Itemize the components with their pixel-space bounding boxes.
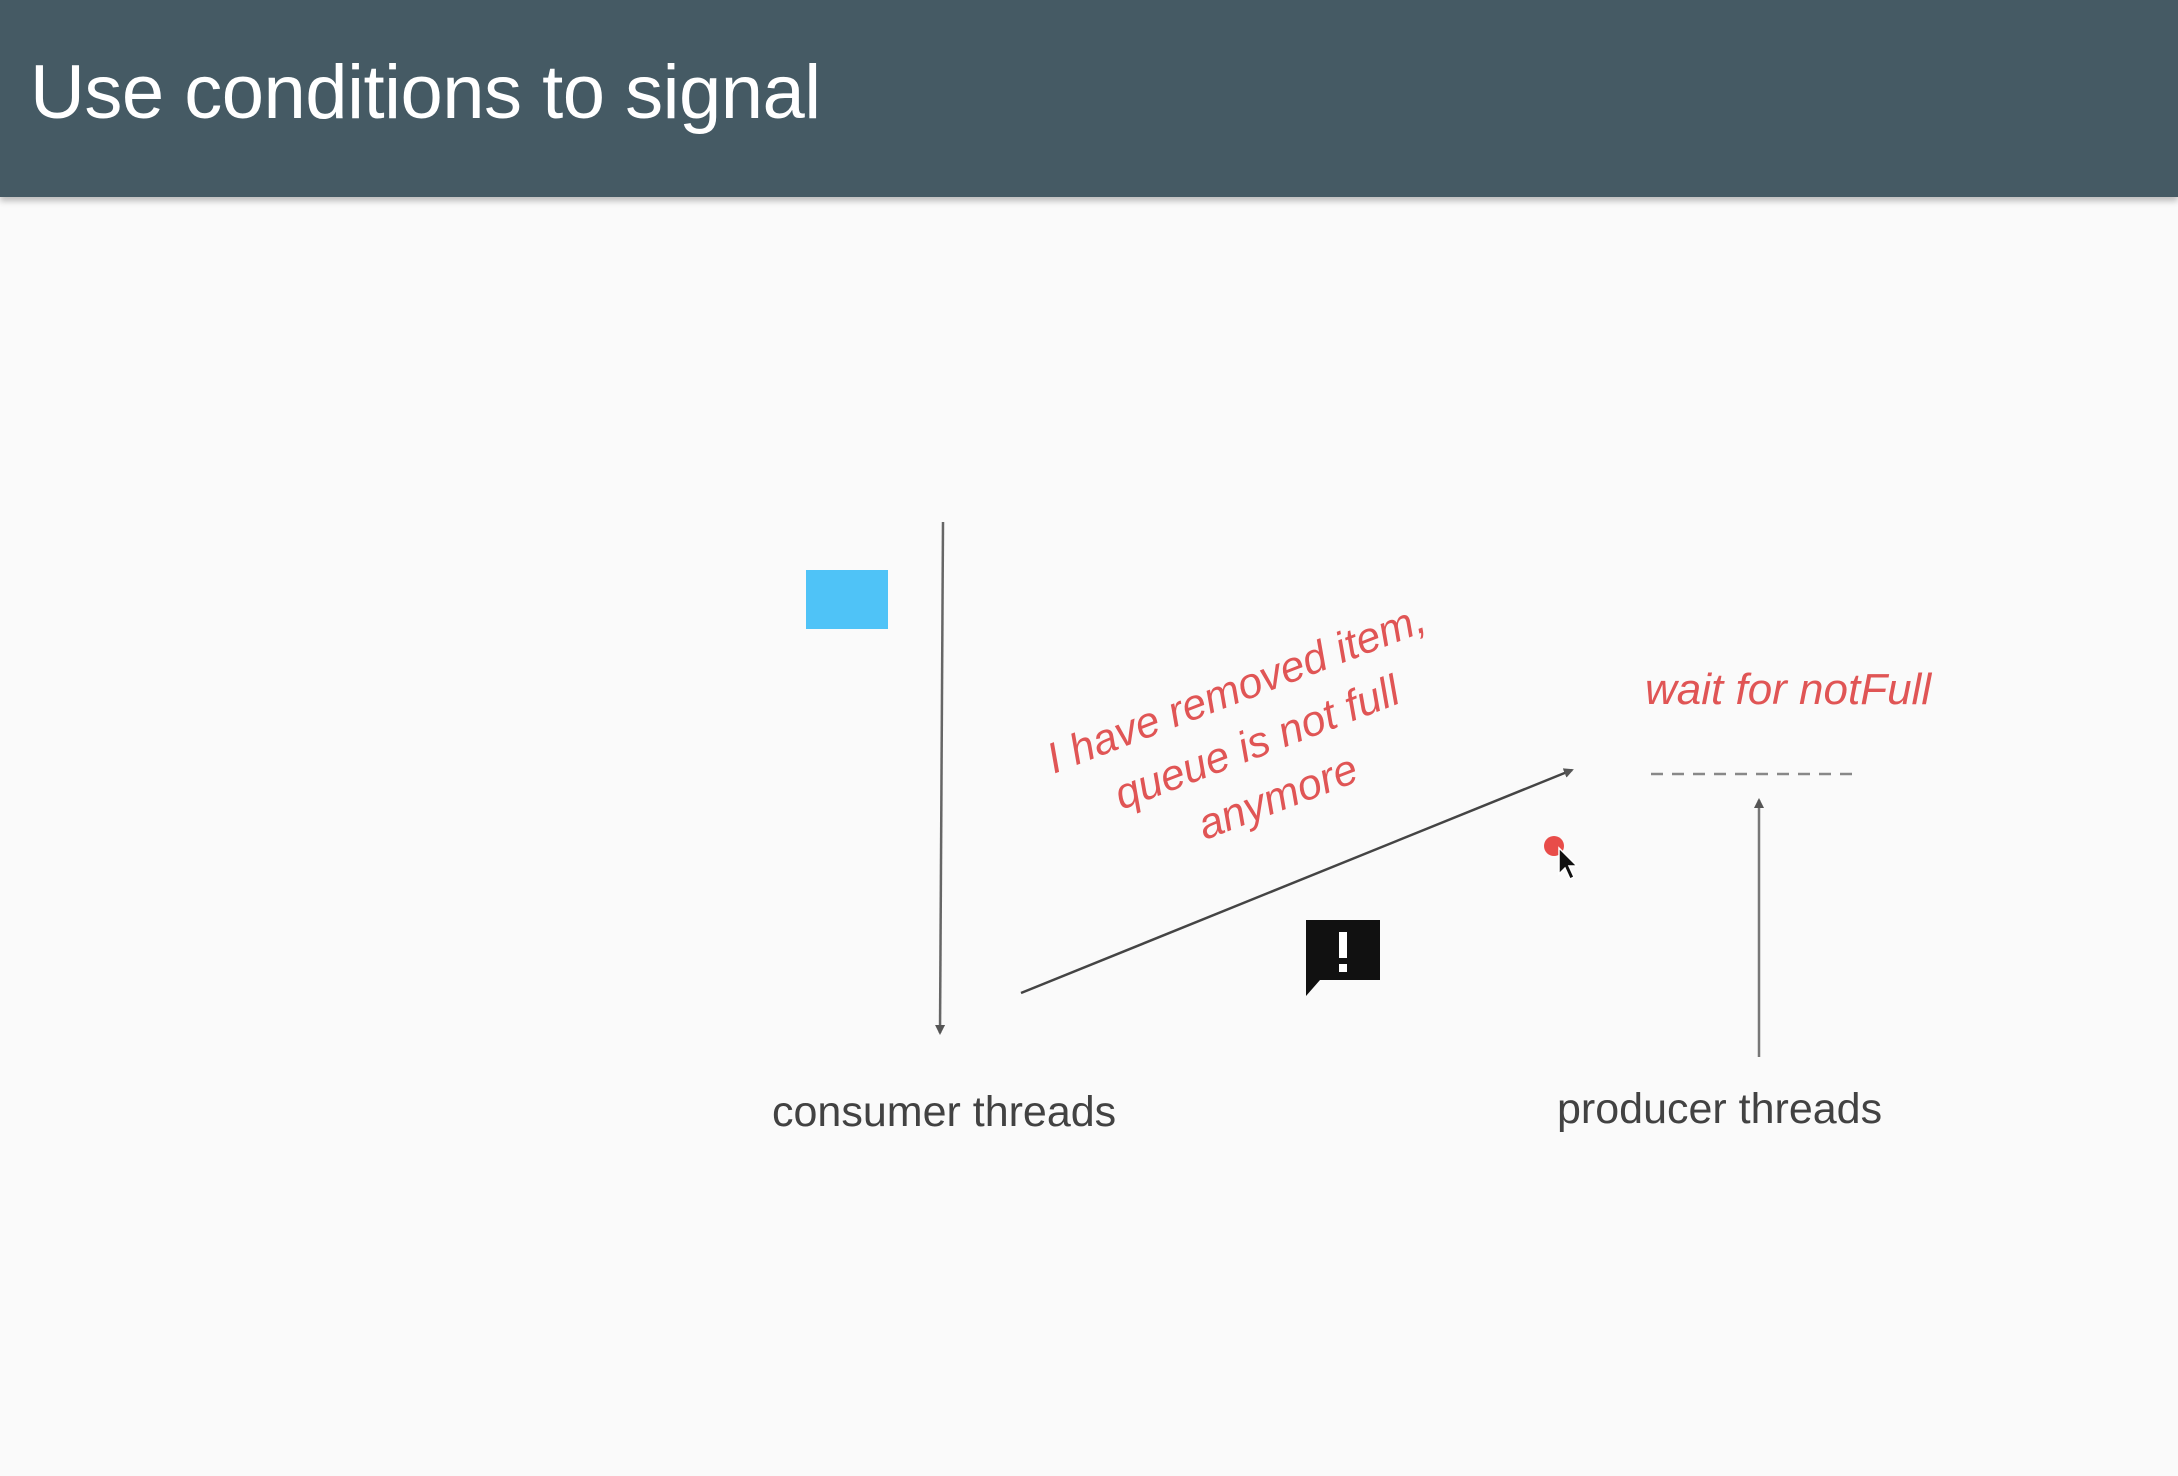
producer-threads-label: producer threads <box>1557 1085 1883 1133</box>
slide-header: Use conditions to signal <box>0 0 2178 197</box>
consumer-threads-label: consumer threads <box>772 1088 1117 1136</box>
wait-condition-label: wait for notFull <box>1645 665 1932 714</box>
mouse-pointer-icon <box>1544 836 1579 881</box>
signal-arrow <box>1020 768 1574 995</box>
slide-title: Use conditions to signal <box>30 50 821 135</box>
consumer-timeline-arrow <box>935 521 946 1035</box>
queue-item <box>806 570 888 629</box>
feedback-alert-icon[interactable] <box>1302 916 1384 998</box>
